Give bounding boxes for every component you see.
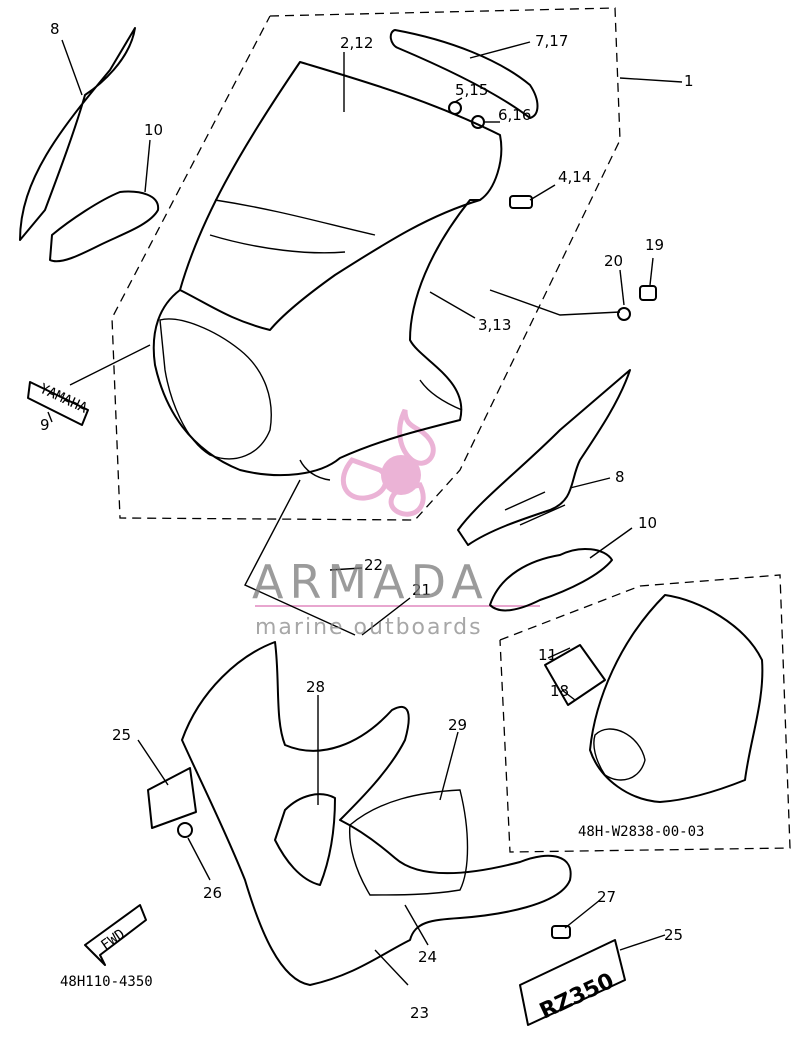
- callout-7-17: 7,17: [535, 32, 568, 50]
- armada-logo-icon: [340, 408, 436, 517]
- callout-18: 18: [550, 682, 569, 700]
- emblem-10-right: [489, 548, 613, 612]
- side-decal-8-left: [19, 27, 136, 241]
- screw-4: [509, 195, 533, 209]
- callout-27: 27: [597, 888, 616, 906]
- callout-25-left: 25: [112, 726, 131, 744]
- callout-3-13: 3,13: [478, 316, 511, 334]
- yamaha-badge: YAMAHA: [27, 381, 90, 426]
- callout-20: 20: [604, 252, 623, 270]
- upper-cowling: [152, 199, 480, 477]
- fwd-arrow-icon: FWD: [84, 904, 147, 966]
- callout-23: 23: [410, 1004, 429, 1022]
- callout-19: 19: [645, 236, 664, 254]
- callout-8-top: 8: [50, 20, 60, 38]
- callout-8-right: 8: [615, 468, 625, 486]
- drawing-number: 48H110-4350: [60, 974, 153, 990]
- bolt-27: [551, 925, 571, 939]
- side-decal-8-right: [457, 369, 631, 546]
- callout-6-16: 6,16: [498, 106, 531, 124]
- callout-9: 9: [40, 416, 50, 434]
- lower-fairing: [181, 641, 572, 986]
- leader-lines: [47, 39, 683, 986]
- callout-10-top: 10: [144, 121, 163, 139]
- callout-25-right: 25: [664, 926, 683, 944]
- bolt-26: [177, 822, 193, 838]
- assembly-part-number: 48H-W2838-00-03: [578, 824, 704, 840]
- assembly-boundary-upper: [111, 7, 621, 521]
- callout-2-12: 2,12: [340, 34, 373, 52]
- callout-1: 1: [684, 72, 694, 90]
- grommet-5: [448, 101, 462, 115]
- callout-4-14: 4,14: [558, 168, 591, 186]
- watermark-title: ARMADA: [252, 555, 489, 609]
- callout-11: 11: [538, 646, 557, 664]
- callouts: 8 10 2,12 7,17 1 5,15 6,16 4,14 3,13 20 …: [40, 20, 694, 1022]
- callout-21: 21: [412, 581, 431, 599]
- kit-cowling: [589, 594, 764, 803]
- washer-20: [617, 307, 631, 321]
- callout-29: 29: [448, 716, 467, 734]
- callout-26: 26: [203, 884, 222, 902]
- fwd-text: FWD: [98, 926, 128, 954]
- callout-28: 28: [306, 678, 325, 696]
- emblem-10-left: [49, 190, 160, 263]
- callout-5-15: 5,15: [455, 81, 488, 99]
- number-plate-text: RZ350: [536, 969, 618, 1025]
- callout-24: 24: [418, 948, 437, 966]
- air-duct-28: [274, 793, 336, 886]
- decal-18: [544, 644, 606, 706]
- bolt-19: [639, 285, 657, 301]
- callout-22: 22: [364, 556, 383, 574]
- assembly-boundary-kit: [499, 574, 791, 853]
- windscreen: [179, 61, 503, 331]
- number-plate-decal: RZ350: [519, 939, 626, 1026]
- callout-10-right: 10: [638, 514, 657, 532]
- trim-strip: [389, 29, 539, 119]
- watermark-subtitle: marine outboards: [255, 615, 483, 640]
- decal-25-left: [147, 767, 197, 829]
- yamaha-badge-text: YAMAHA: [37, 381, 90, 417]
